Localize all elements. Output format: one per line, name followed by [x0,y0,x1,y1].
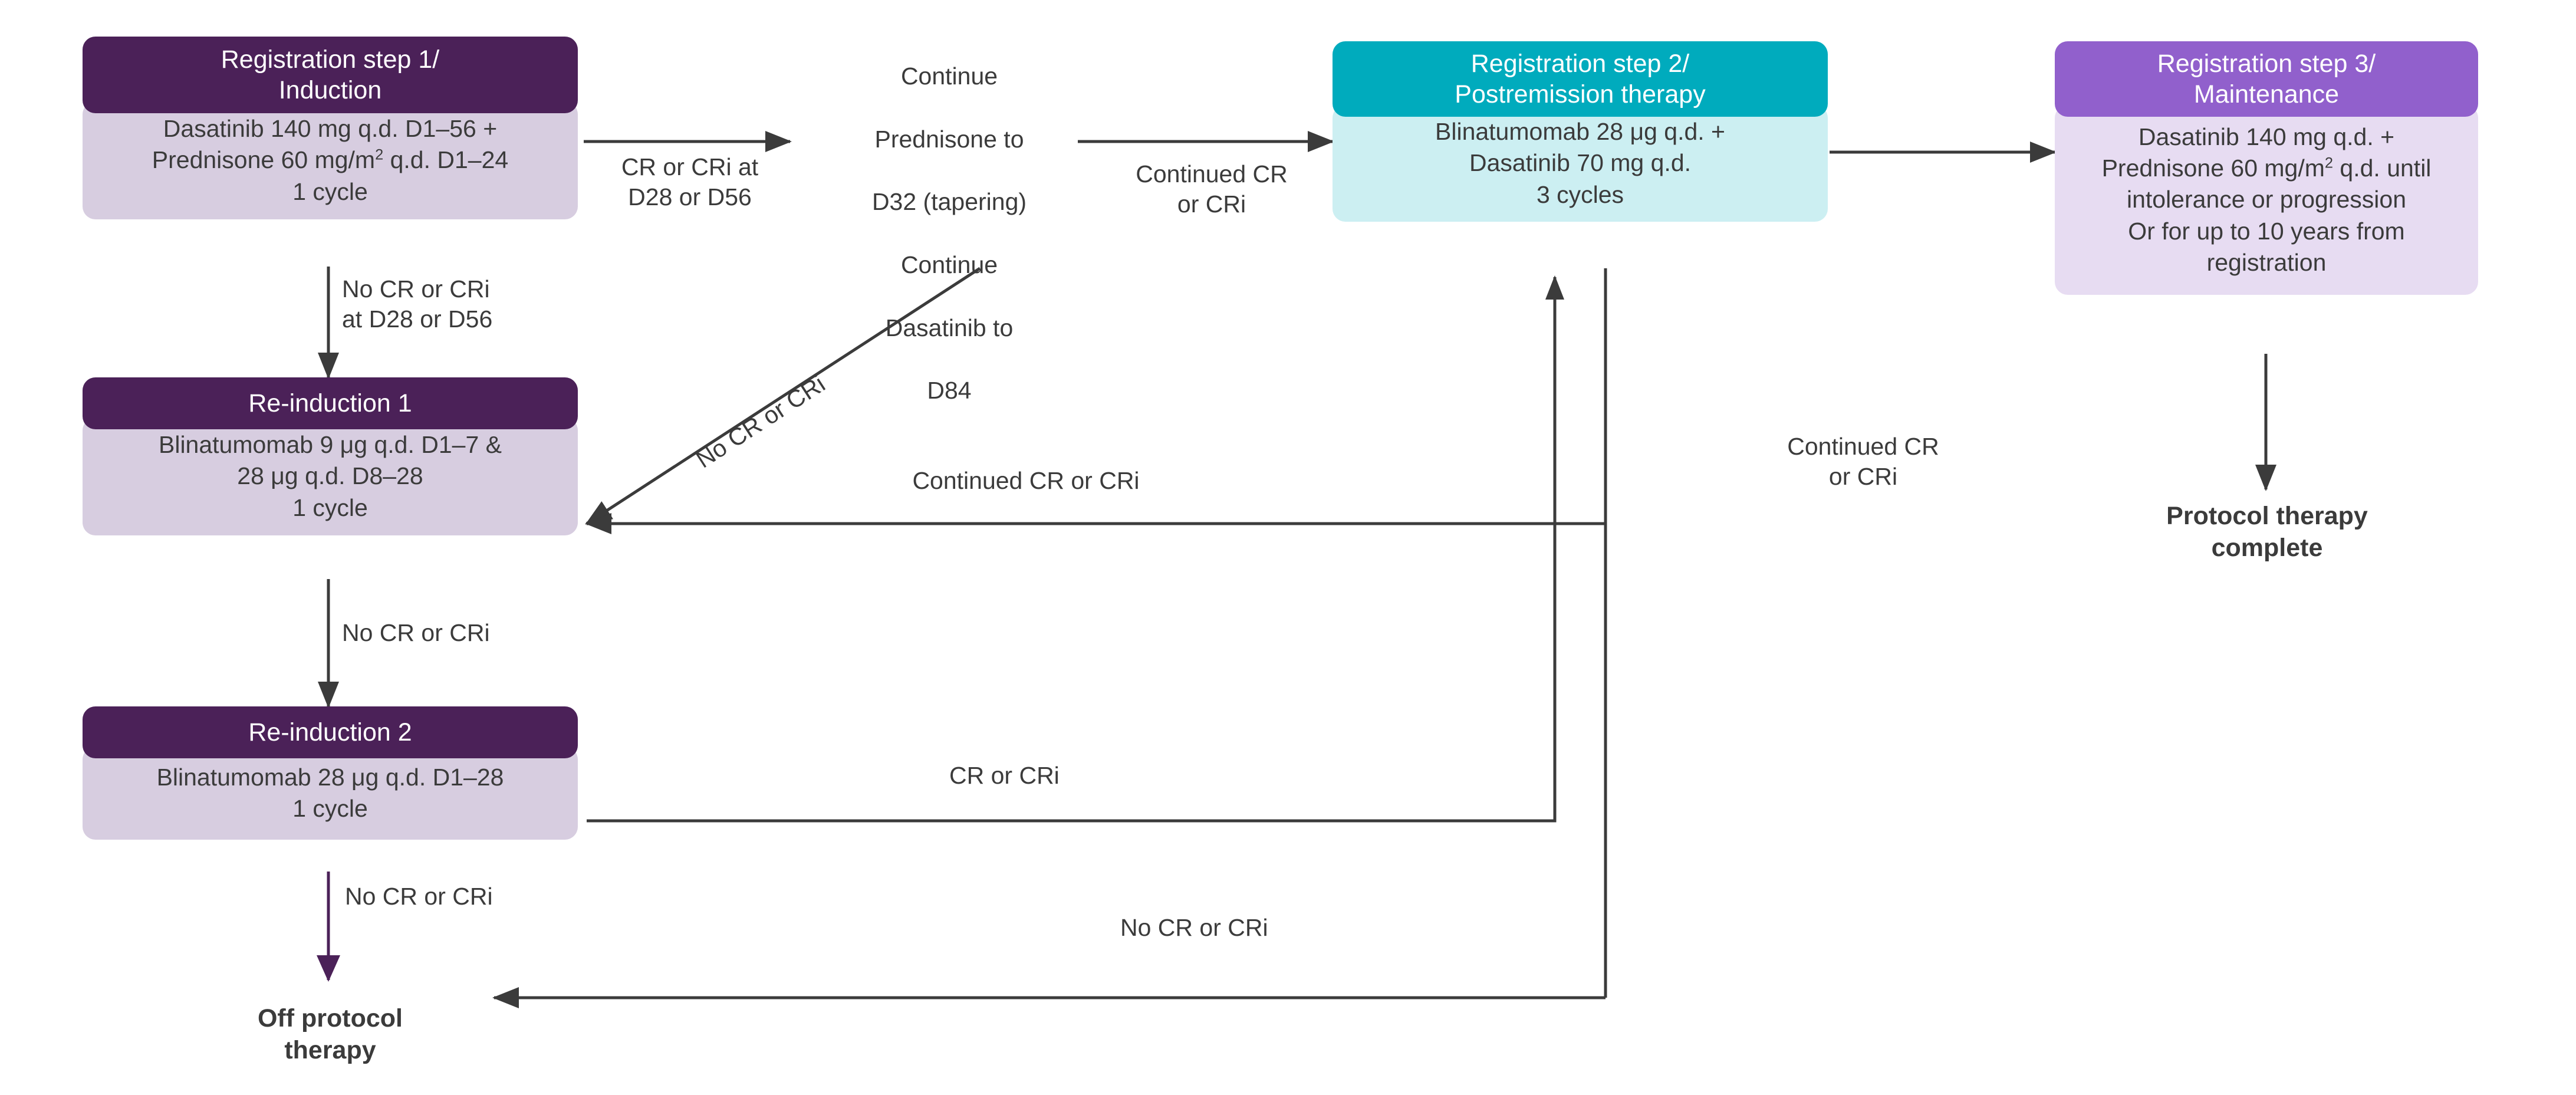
continue-block-line3: D32 (tapering) [871,188,1027,216]
free-text-continue-block: Continue Prednisone to D32 (tapering) Co… [820,29,1079,438]
terminal-protocol-therapy-complete: Protocol therapy complete [2099,500,2435,564]
node-registration-step-2[interactable]: Registration step 2/ Postremission thera… [1333,41,1828,222]
node-step3-header-text: Registration step 3/ Maintenance [2157,49,2376,108]
node-step3-body-line2-a: Prednisone 60 mg/m [2101,154,2325,182]
node-step2-body-line3: 3 cycles [1536,180,1624,208]
node-step3-body-line3: intolerance or progression [2126,186,2407,213]
node-step2-header: Registration step 2/ Postremission thera… [1333,41,1828,117]
continue-block-line5: Dasatinib to [885,314,1014,341]
node-reinduction1-header: Re-induction 1 [83,377,578,429]
node-registration-step-1[interactable]: Registration step 1/ Induction Dasatinib… [83,37,578,219]
node-step1-header: Registration step 1/ Induction [83,37,578,113]
node-step1-body: Dasatinib 140 mg q.d. D1–56 + Prednisone… [83,101,578,219]
node-step1-header-text: Registration step 1/ Induction [221,45,440,104]
terminal-off-protocol-therapy: Off protocol therapy [189,1002,472,1066]
edge-label-no-cr-cri-step2-off: No CR or CRi [1120,914,1268,941]
node-step1-body-line2: Prednisone 60 mg/m2 q.d. D1–24 [152,144,508,176]
node-reinduction2-header: Re-induction 2 [83,706,578,758]
node-reinduction1-body-line3: 1 cycle [292,494,368,521]
continue-block-line2: Prednisone to [874,125,1024,153]
node-step3-body-line2-sup: 2 [2324,154,2334,172]
edge-label-cr-cri-d28-d56: CR or CRi at D28 or D56 [621,153,759,211]
node-step3-body-line2-b: q.d. until [2333,154,2432,182]
node-step1-body-line2-sup: 2 [375,146,384,163]
node-reinduction1-body-line2: 28 μg q.d. D8–28 [237,462,423,490]
node-step2-header-text: Registration step 2/ Postremission thera… [1455,49,1706,108]
node-reinduction1-body: Blinatumomab 9 μg q.d. D1–7 & 28 μg q.d.… [83,417,578,535]
edge-label-continued-cr-cri-to-reinduction1: Continued CR or CRi [912,467,1140,494]
node-reinduction-2[interactable]: Re-induction 2 Blinatumomab 28 μg q.d. D… [83,706,578,840]
continue-block-line1: Continue [900,63,998,90]
off-protocol-line2: therapy [284,1036,376,1065]
node-reinduction2-body: Blinatumomab 28 μg q.d. D1–28 1 cycle [83,747,578,840]
node-step3-header: Registration step 3/ Maintenance [2055,41,2478,117]
edge-label-no-cr-cri-reind1-to-reind2: No CR or CRi [342,619,490,646]
node-reinduction2-body-line2: 1 cycle [292,795,368,822]
node-step3-body-line4: Or for up to 10 years from [2128,217,2405,245]
edge-label-continued-cr-cri-to-step3: Continued CR or CRi [1787,433,1939,490]
edge-label-no-cr-cri-reind2-off: No CR or CRi [345,883,493,910]
protocol-complete-line1: Protocol therapy [2166,502,2368,530]
node-step1-body-line2-b: q.d. D1–24 [383,146,509,174]
continue-block-line6: D84 [927,377,972,405]
node-step1-body-line1: Dasatinib 140 mg q.d. D1–56 + [163,115,498,143]
node-registration-step-3[interactable]: Registration step 3/ Maintenance Dasatin… [2055,41,2478,295]
edge-label-cr-or-cri-reind2-to-step2: CR or CRi [949,762,1060,789]
node-step1-body-line2-a: Prednisone 60 mg/m [152,146,376,174]
edge-label-no-cr-cri-d28-d56: No CR or CRi at D28 or D56 [342,275,493,333]
node-step3-body-line1: Dasatinib 140 mg q.d. + [2138,123,2395,150]
node-step2-body-line2: Dasatinib 70 mg q.d. [1469,149,1692,177]
node-step1-body-line3: 1 cycle [292,177,368,205]
node-step3-body-line5: registration [2206,248,2327,276]
continue-block-line4: Continue [900,251,998,279]
node-reinduction-1[interactable]: Re-induction 1 Blinatumomab 9 μg q.d. D1… [83,377,578,535]
node-reinduction1-body-line1: Blinatumomab 9 μg q.d. D1–7 & [158,431,502,459]
node-reinduction1-header-text: Re-induction 1 [248,389,412,417]
off-protocol-line1: Off protocol [257,1004,403,1032]
node-step3-body-line2: Prednisone 60 mg/m2 q.d. until [2102,153,2432,184]
protocol-complete-line2: complete [2211,534,2323,563]
node-step3-body: Dasatinib 140 mg q.d. + Prednisone 60 mg… [2055,105,2478,295]
edge-label-continued-cr-cri-to-step2: Continued CR or CRi [1136,160,1288,218]
node-reinduction2-body-line1: Blinatumomab 28 μg q.d. D1–28 [156,763,504,791]
node-reinduction2-header-text: Re-induction 2 [248,718,412,747]
node-step2-body: Blinatumomab 28 μg q.d. + Dasatinib 70 m… [1333,105,1828,222]
node-step2-body-line1: Blinatumomab 28 μg q.d. + [1435,118,1725,146]
